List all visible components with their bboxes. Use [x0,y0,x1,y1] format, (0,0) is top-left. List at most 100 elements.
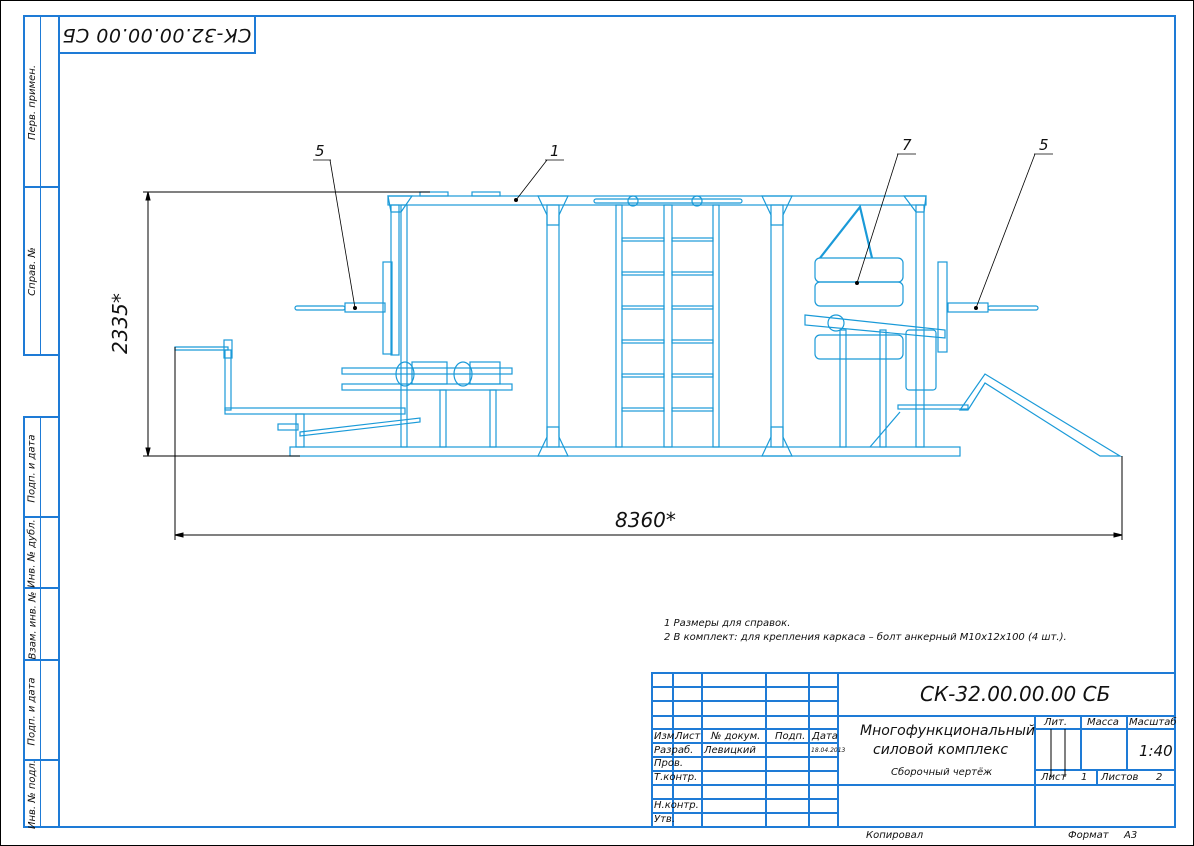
dimensions [143,191,1123,540]
mass-label: Масса [1087,717,1119,728]
lit-label: Лит. [1044,717,1068,728]
ladder-rail [663,204,673,448]
side-strip-bottom: Подп. и дата Инв. № дубл. Взам. инв. № П… [23,416,60,829]
dip-bar [987,305,1039,311]
press-arm [804,314,946,339]
strip-cell: Перв. примен. [25,17,60,188]
dip-bar-mount [947,302,989,313]
height-dimension: 2335* [108,293,132,354]
ladder-rail [615,204,623,448]
technical-notes: 1 Размеры для справок. 2 В комплект: для… [664,617,1067,645]
title-block-grid [651,672,1176,828]
gusset [902,195,927,213]
press-pulley [827,314,845,332]
header-doc-no: № докум. [711,731,761,742]
weight-plate [814,281,904,307]
position-label: 7 [902,136,912,154]
header-sheet: Лист [675,731,701,742]
leader-line [975,153,1036,309]
upright [546,204,560,448]
incline-board [299,417,421,437]
strip-cell: Подп. и дата [25,661,60,761]
pullup-bar [593,198,743,204]
upright [770,204,784,448]
arrow-icon [174,532,184,538]
gusset [537,426,569,457]
copied-label: Копировал [866,830,924,841]
dip-bar [294,305,346,311]
chain [819,204,874,259]
role-label: Утв. [654,814,675,825]
developer-date: 18.04.2013 [811,747,846,754]
bottom-beam [289,446,961,457]
weight-plate [814,257,904,283]
role-label: Н.контр. [654,800,699,811]
sheet-label: Лист [1041,772,1067,783]
length-dimension: 8360* [615,508,676,532]
position-label: 1 [550,142,560,160]
seat [897,404,969,410]
seat-back [905,329,937,391]
note: 1 Размеры для справок. [664,618,791,629]
ladder-rungs [621,237,714,412]
rotated-designation-box: СК-32.00.00.00 СБ [58,15,256,54]
developer-name: Левицкий [704,745,756,756]
leaders [313,153,1053,310]
drawing-type: Сборочный чертёж [891,767,993,778]
ladder-rail [712,204,720,448]
bench-rail [341,383,513,391]
gusset [761,195,793,226]
strip-cell: Взам. инв. № [25,589,60,661]
leader-line [856,153,899,284]
upright [915,204,925,448]
drawing-frame [58,15,1176,828]
header-date: Дата [812,731,838,742]
strip-cell: Инв. № дубл. [25,518,60,589]
incline-bench [958,373,1123,457]
leader-line [329,159,356,309]
upright [390,204,400,356]
note: 2 В комплект: для крепления каркаса – бо… [664,632,1067,643]
header-sign: Подп. [775,731,806,742]
bar-clamp [691,195,703,207]
designation: СК-32.00.00.00 СБ [920,682,1111,706]
leg-frame [224,407,406,415]
strip-cell: Подп. и дата [25,418,60,518]
side-strip-top: Перв. примен. Справ. № [23,15,60,356]
arrow-icon [145,447,151,457]
dip-bar-mount [344,302,386,313]
position-label: 5 [1039,136,1049,154]
role-label: Пров. [654,758,684,769]
gusset [761,426,793,457]
upright [400,204,408,448]
bench-rail [341,367,513,375]
weight-plate [814,334,904,360]
top-beam [387,195,927,206]
role-label: Разраб. [654,745,694,756]
scale-value: 1:40 [1139,742,1173,760]
header-change: Изм. [654,731,678,742]
roller [395,361,415,387]
title-line-1: Многофункциональный [860,723,1036,739]
role-label: Т.контр. [654,772,698,783]
sheet-number: 1 [1081,772,1088,783]
title-block: Изм. Лист № докум. Подп. Дата Разраб. Ле… [651,672,1177,828]
bar-clamp [627,195,639,207]
leader-line [515,159,548,201]
gusset [537,195,569,226]
back-pad [937,261,948,353]
handle-bar [174,346,229,351]
arrow-icon [1113,532,1123,538]
arrow-icon [145,191,151,201]
position-label: 5 [315,142,325,160]
gusset [387,195,414,213]
back-pad [382,261,393,355]
title-line-2: силовой комплекс [873,742,1009,758]
roller [453,361,473,387]
scale-label: Масштаб [1129,717,1177,728]
format-label: Формат [1068,830,1109,841]
sheets-count: 2 [1156,772,1163,783]
format-value: А3 [1124,830,1138,841]
sheets-label: Листов [1101,772,1139,783]
